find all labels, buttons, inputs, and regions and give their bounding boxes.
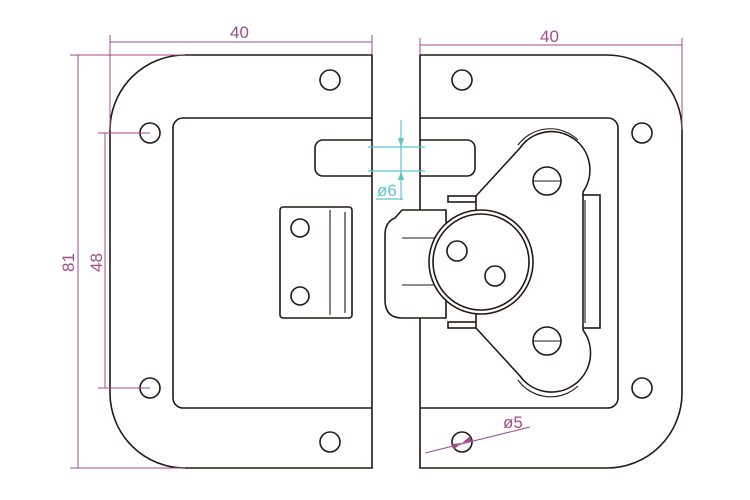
slot-diameter-label: ø6 bbox=[377, 181, 397, 200]
mounting-hole bbox=[451, 431, 473, 453]
catch-slot bbox=[314, 139, 372, 177]
mounting-hole bbox=[451, 69, 473, 91]
left-plate bbox=[109, 54, 373, 469]
right-plate bbox=[384, 54, 683, 469]
right-width-label: 40 bbox=[540, 27, 559, 46]
slot-diameter-dimension: ø6 bbox=[368, 120, 425, 200]
mounting-hole bbox=[319, 69, 341, 91]
left-width-label: 40 bbox=[230, 23, 249, 42]
latch-hook bbox=[384, 209, 447, 319]
rotating-disc bbox=[428, 209, 534, 315]
hole-spacing-label: 48 bbox=[87, 253, 106, 272]
mounting-hole bbox=[319, 431, 341, 453]
mounting-hole bbox=[631, 377, 653, 399]
mounting-hole bbox=[631, 122, 653, 144]
dimension-lines: 40 40 81 48 ø5 bbox=[59, 23, 683, 469]
overall-height-label: 81 bbox=[59, 253, 78, 272]
keeper-bracket bbox=[279, 206, 353, 319]
hole-diameter-label: ø5 bbox=[503, 413, 523, 432]
